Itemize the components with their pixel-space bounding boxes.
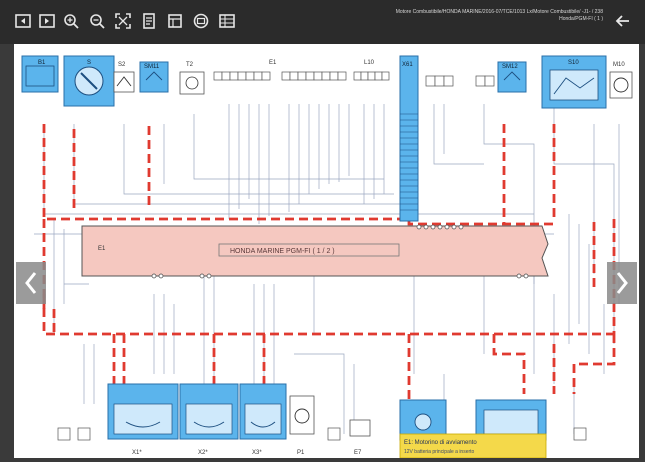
component-s2[interactable]: S2 (113, 62, 135, 93)
label-p1: P1 (297, 450, 305, 456)
connector-x1[interactable]: X1* (107, 383, 179, 456)
label-e1: E1 (269, 60, 277, 66)
ecu-label: E1 (98, 246, 106, 252)
component-t2[interactable]: T2 (179, 62, 205, 95)
zoom-out-icon[interactable] (88, 12, 106, 30)
next-page-icon[interactable] (38, 12, 56, 30)
layers-icon[interactable] (166, 12, 184, 30)
chevron-right-icon (616, 272, 628, 294)
print-icon[interactable] (192, 12, 210, 30)
connector-x3[interactable]: X3* (239, 383, 287, 456)
label-m10: M10 (613, 62, 625, 68)
label-x3: X3* (252, 450, 262, 456)
zoom-in-icon[interactable] (62, 12, 80, 30)
ecu-title: HONDA MARINE PGM-FI ( 1 / 2 ) (230, 248, 335, 255)
previous-page-button[interactable] (16, 262, 46, 304)
first-page-icon[interactable] (14, 12, 32, 30)
next-page-button[interactable] (607, 262, 637, 304)
label-s1: S (87, 60, 91, 66)
note-line-1: E1: Motorino di avviamento (404, 440, 477, 446)
label-s10: S10 (568, 60, 579, 66)
document-title: Motore Combustibile/HONDA MARINE/2016-07… (395, 9, 603, 22)
ground-symbols (57, 427, 587, 441)
component-s1[interactable]: S (63, 55, 115, 107)
component-note: E1: Motorino di avviamento 12V batteria … (399, 433, 547, 458)
label-x1: X1* (132, 450, 142, 456)
component-x61[interactable]: X61 (399, 55, 419, 222)
component-l10[interactable]: L10 (353, 60, 390, 81)
component-s10[interactable]: S10 (541, 55, 607, 109)
label-t2: T2 (186, 62, 194, 68)
note-line-2: 12V batteria principale a inserto (404, 449, 475, 455)
fit-screen-icon[interactable] (114, 12, 132, 30)
label-e7: E7 (354, 450, 362, 456)
component-sm11[interactable]: SM11 (139, 61, 169, 93)
label-sm11: SM11 (144, 64, 160, 70)
chevron-left-icon (25, 272, 37, 294)
component-m10[interactable]: M10 (609, 62, 633, 99)
small-connectors (425, 75, 495, 87)
component-e1-connector[interactable]: E1 (213, 60, 347, 81)
document-icon[interactable] (140, 12, 158, 30)
connector-x2[interactable]: X2* (179, 383, 239, 456)
ecu-block[interactable]: E1 HONDA MARINE PGM-FI ( 1 / 2 ) (81, 224, 549, 279)
diagram-viewer[interactable]: B1 S S2 SM11 T2 E1 (14, 44, 639, 458)
label-sm12: SM12 (502, 64, 518, 70)
component-b1[interactable]: B1 (21, 55, 59, 93)
grid-icon[interactable] (218, 12, 236, 30)
label-l10: L10 (364, 60, 375, 66)
component-sm12[interactable]: SM12 (497, 61, 527, 93)
toolbar: Motore Combustibile/HONDA MARINE/2016-07… (0, 0, 645, 44)
connector-battery[interactable] (399, 399, 447, 441)
wiring-diagram: B1 S S2 SM11 T2 E1 (21, 55, 633, 458)
component-p1[interactable]: P1 (289, 395, 315, 456)
label-x2: X2* (198, 450, 208, 456)
label-s2: S2 (118, 62, 126, 68)
arrow-left-icon[interactable] (613, 11, 633, 31)
label-b1: B1 (38, 60, 46, 66)
label-x61: X61 (402, 62, 413, 68)
component-e7[interactable]: E7 (349, 419, 371, 456)
